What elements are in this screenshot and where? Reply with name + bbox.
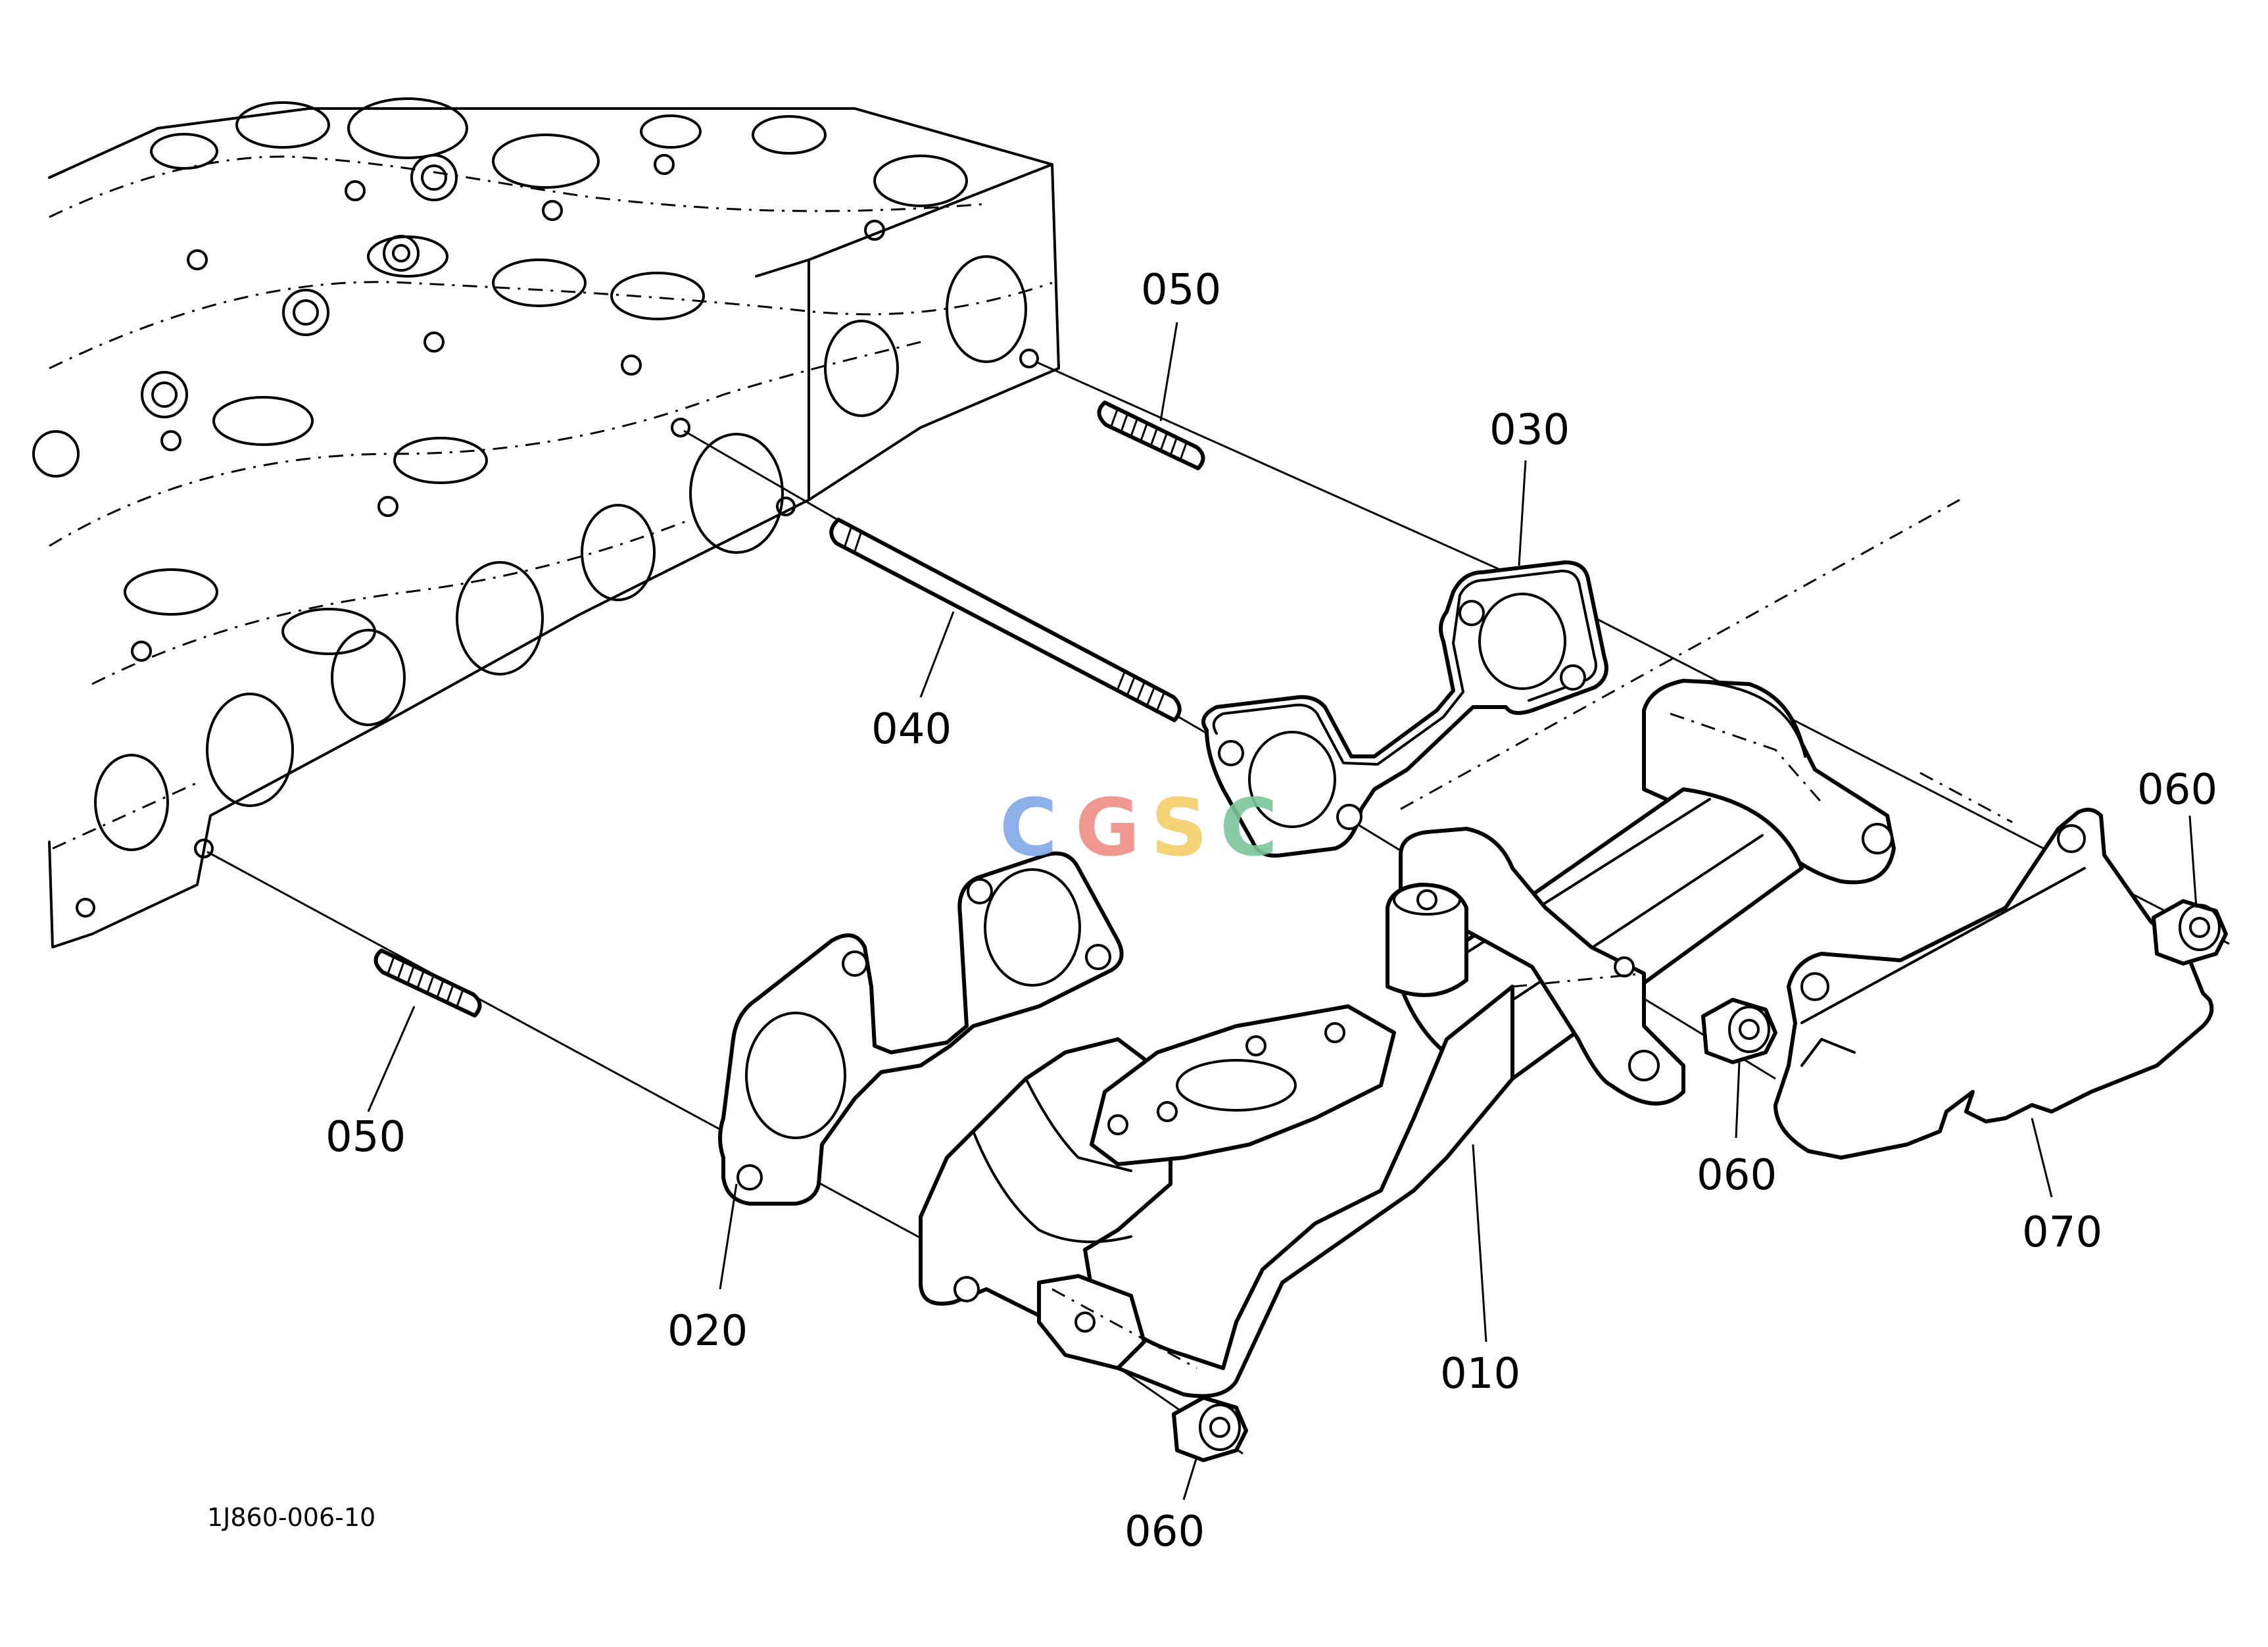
watermark-letter-2: G (1075, 783, 1140, 874)
short-stud-upper (1097, 401, 1205, 470)
nut-right (2152, 899, 2228, 966)
watermark-letter-3: S (1151, 783, 1207, 874)
nut-middle (1701, 998, 1777, 1064)
callout-060-bottom: 060 (1124, 1508, 1205, 1556)
callout-labels: 050 030 040 050 020 010 060 060 060 070 (326, 266, 2217, 1556)
gasket-rear (1201, 560, 1608, 858)
alignment-lines (206, 360, 2230, 1455)
callout-010: 010 (1440, 1350, 1520, 1398)
watermark-letter-4: C (1220, 783, 1278, 874)
callout-030: 030 (1489, 406, 1570, 455)
callout-070: 070 (2022, 1208, 2102, 1257)
exhaust-manifold (919, 679, 1896, 1398)
nut-bottom (1172, 1396, 1248, 1462)
cylinder-head (32, 97, 1060, 948)
drawing-code: 1J860-006-10 (207, 1503, 375, 1532)
leader-lines (367, 322, 2198, 1500)
callout-050-lower: 050 (326, 1113, 406, 1162)
watermark-letter-1: C (1000, 783, 1057, 874)
callout-020: 020 (667, 1307, 748, 1356)
long-stud (829, 518, 1182, 722)
short-stud-lower (374, 948, 482, 1018)
heat-shield (1773, 772, 2214, 1160)
watermark: C G S C (1000, 783, 1278, 874)
callout-040: 040 (871, 705, 952, 754)
callout-050-upper: 050 (1141, 266, 1221, 314)
callout-060-right: 060 (2137, 766, 2217, 814)
callout-060-middle: 060 (1697, 1151, 1777, 1200)
gasket-front (718, 851, 1124, 1206)
